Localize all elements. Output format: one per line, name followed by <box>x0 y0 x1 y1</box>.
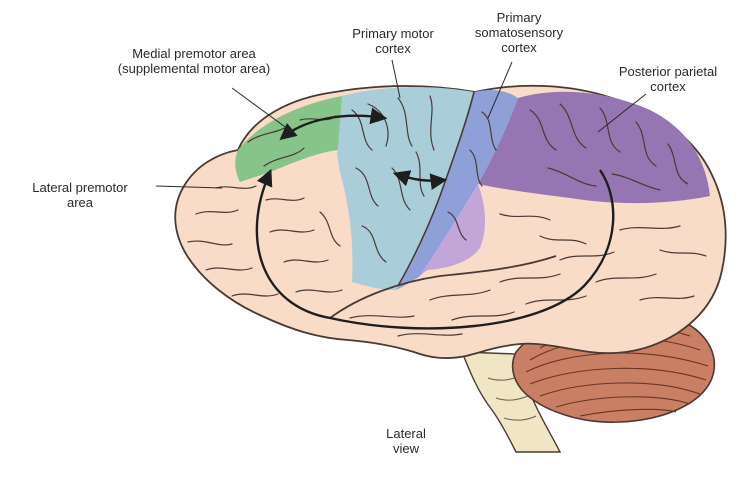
somatosensory-label: Primary somatosensory cortex <box>454 10 584 55</box>
somatosensory-label-line1: Primary <box>454 10 584 25</box>
lateral-view-label-line1: Lateral <box>366 426 446 441</box>
somatosensory-label-line2: somatosensory <box>454 25 584 40</box>
posterior-parietal-label-line2: cortex <box>600 79 736 94</box>
medial-premotor-label-line1: Medial premotor area <box>84 46 304 61</box>
primary-motor-label-line1: Primary motor <box>334 26 452 41</box>
somatosensory-label-line3: cortex <box>454 40 584 55</box>
lateral-view-label: Lateral view <box>366 426 446 456</box>
primary-motor-label: Primary motor cortex <box>334 26 452 56</box>
primary-motor-label-line2: cortex <box>334 41 452 56</box>
medial-premotor-label: Medial premotor area (supplemental motor… <box>84 46 304 76</box>
lateral-premotor-label-line2: area <box>6 195 154 210</box>
lateral-view-label-line2: view <box>366 441 446 456</box>
lateral-premotor-label-line1: Lateral premotor <box>6 180 154 195</box>
posterior-parietal-label-line1: Posterior parietal <box>600 64 736 79</box>
lateral-premotor-label: Lateral premotor area <box>6 180 154 210</box>
posterior-parietal-label: Posterior parietal cortex <box>600 64 736 94</box>
medial-premotor-label-line2: (supplemental motor area) <box>84 61 304 76</box>
